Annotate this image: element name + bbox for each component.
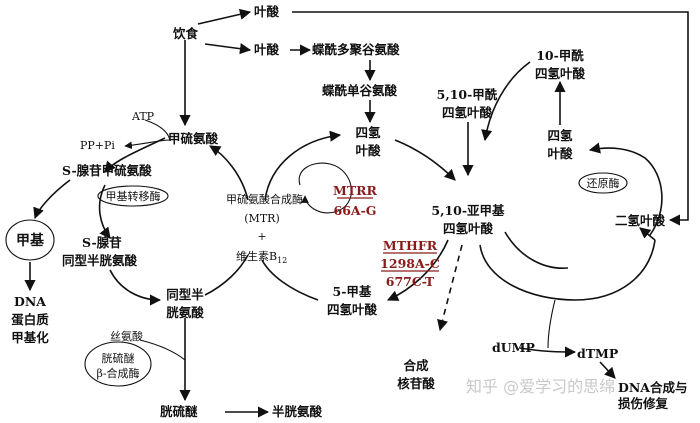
formyl-thf-label-2: 四氢叶酸: [535, 66, 586, 81]
reductase-label: 还原酶: [587, 177, 620, 190]
serine-label: 丝氨酸: [110, 329, 143, 343]
watermark: 知乎 @爱学习的思绵: [466, 377, 615, 396]
mtrr-variant-label: 66A-G: [334, 203, 377, 218]
pteroyl-mono-label: 蝶酰单谷氨酸: [322, 83, 398, 98]
methyl-ellipse: [5, 219, 55, 261]
gene-labels: MTRR 66A-G MTHFR 1298A-C 677C-T: [333, 183, 440, 289]
methyltransferase-ellipse: [97, 185, 169, 207]
dna-label-2: 蛋白质: [11, 312, 49, 327]
pteroyl-poly-label: 蝶酰多聚谷氨酸: [312, 42, 400, 57]
labels: 饮食 叶酸 叶酸 蝶酰多聚谷氨酸 蝶酰单谷氨酸 四氢 叶酸 5,10-甲酰 四氢…: [11, 4, 687, 419]
dtmp-label: dTMP: [577, 346, 619, 361]
thf-right-label-1: 四氢: [547, 128, 573, 143]
mthfr-gene-label: MTHFR: [383, 238, 438, 253]
methionine-label: 甲硫氨酸: [168, 131, 219, 146]
mtr-plus-label: +: [257, 230, 266, 243]
methylene-thf-label-1: 5,10-亚甲基: [431, 203, 505, 218]
nucleotide-label-2: 核苷酸: [397, 376, 435, 391]
thf-right-label-2: 叶酸: [547, 146, 573, 161]
dna-label-3: 甲基化: [11, 330, 49, 345]
formyl-thf-label-1: 10-甲酰: [536, 48, 584, 63]
homocysteine-label-1: 同型半: [166, 287, 204, 302]
dna-label-1: DNA: [14, 294, 46, 309]
dna-repair-label-1: DNA合成与: [618, 380, 687, 395]
homocysteine-label-2: 胱氨酸: [166, 305, 204, 320]
reductase-ellipse: [578, 172, 628, 194]
folate-mid-label: 叶酸: [254, 42, 280, 57]
pp-pi-label: PP+Pi: [80, 139, 115, 152]
folate-top-label: 叶酸: [254, 4, 280, 19]
cysteine-label: 半胱氨酸: [272, 404, 323, 419]
dump-label: dUMP: [492, 340, 535, 355]
mtr-label-2: (MTR): [244, 212, 279, 225]
mthfr-variant-label-2: 677C-T: [386, 274, 435, 289]
cbs-ellipse: [84, 341, 152, 387]
dhf-label: 二氢叶酸: [615, 213, 666, 228]
atp-label: ATP: [131, 110, 155, 123]
methyl-label: 甲基: [16, 232, 45, 249]
methenyl-thf-label-2: 四氢叶酸: [442, 105, 493, 120]
methyltransferase-label: 甲基转移酶: [106, 189, 161, 203]
sah-label-1: S-腺苷: [82, 235, 122, 250]
cbs-label-1: 胱硫醚: [102, 351, 135, 365]
cbs-label-2: β-合成酶: [96, 366, 139, 380]
cystathionine-label: 胱硫醚: [160, 404, 198, 419]
nucleotide-label-1: 合成: [403, 358, 429, 373]
thf-left-label-2: 叶酸: [355, 143, 381, 158]
sam-label: S-腺苷甲硫氨酸: [62, 163, 152, 178]
sah-label-2: 同型半胱氨酸: [62, 253, 138, 268]
mtr-label-1: 甲硫氨酸合成酶: [226, 192, 303, 206]
arrows: [24, 8, 689, 418]
mthfr-variant-label-1: 1298A-C: [380, 256, 440, 271]
b12-label: 维生素B12: [236, 249, 287, 265]
methyl-thf-label-1: 5-甲基: [333, 284, 372, 299]
mtrr-gene-label: MTRR: [333, 183, 378, 198]
methyl-thf-label-2: 四氢叶酸: [327, 302, 378, 317]
thf-left-label-1: 四氢: [355, 125, 381, 140]
methenyl-thf-label-1: 5,10-甲酰: [437, 87, 498, 102]
dna-repair-label-2: 损伤修复: [618, 396, 669, 411]
methylene-thf-label-2: 四氢叶酸: [443, 221, 494, 236]
diet-label: 饮食: [172, 26, 199, 41]
